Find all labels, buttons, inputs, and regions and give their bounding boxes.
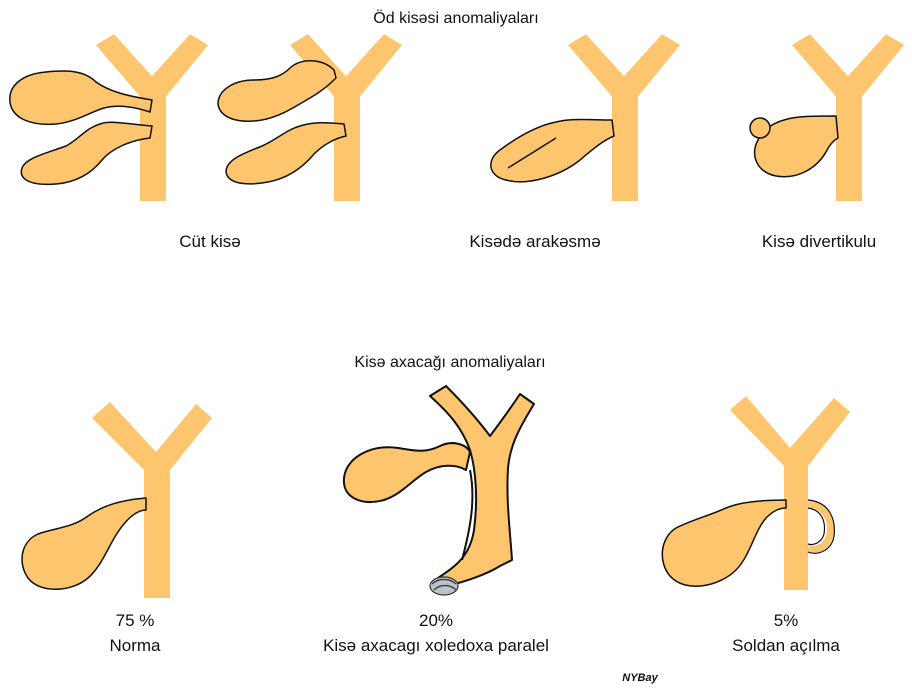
stone-icon (430, 577, 458, 595)
percent-normal: 75 % (85, 611, 185, 631)
double-gallbladder-figure-2 (218, 34, 402, 201)
percent-parallel: 20% (386, 611, 486, 631)
label-double-gallbladder: Cüt kisə (130, 232, 290, 252)
double-gallbladder-figure-1 (10, 34, 208, 201)
author-credit: NYBay (600, 668, 680, 688)
percent-left-opening: 5% (736, 611, 836, 631)
label-left-opening: Soldan açılma (726, 636, 846, 656)
top-section-title: Öd kisəsi anomaliyaları (316, 9, 596, 29)
label-normal: Norma (85, 636, 185, 656)
septate-gallbladder-figure (491, 34, 680, 201)
label-gallbladder-diverticulum: Kisə divertikulu (734, 232, 904, 252)
parallel-cystic-duct-figure (344, 386, 534, 595)
label-septate-gallbladder: Kisədə arakəsmə (455, 232, 615, 252)
left-opening-cystic-duct-figure (662, 396, 850, 590)
normal-cystic-duct-figure (22, 402, 212, 598)
gallbladder-diverticulum-figure (750, 34, 904, 201)
bottom-section-title: Kisə axacağı anomaliyaları (300, 353, 600, 373)
label-parallel: Kisə axacagı xoledoxa paralel (300, 636, 572, 656)
